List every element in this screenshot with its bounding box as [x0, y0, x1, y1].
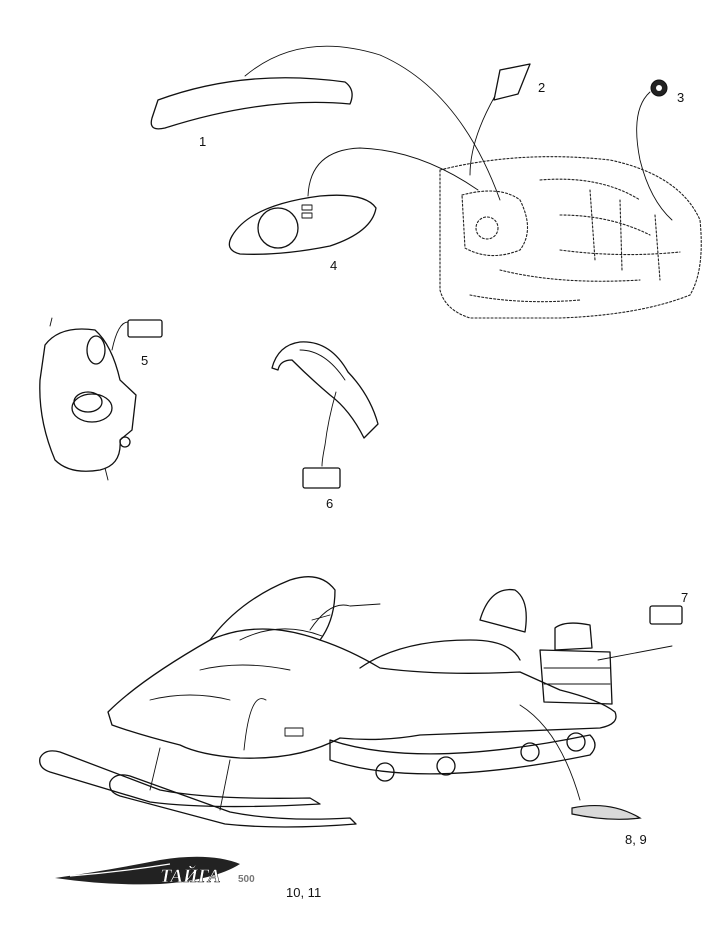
- callout-1: 1: [199, 134, 207, 149]
- callout-4: 4: [330, 258, 338, 273]
- callout-2: 2: [538, 80, 546, 95]
- callout-5: 5: [141, 353, 149, 368]
- part-1-curved-decal: [150, 45, 501, 201]
- part-5-tank: [39, 317, 163, 481]
- part-4-dash-decal: [228, 147, 479, 255]
- callout-3: 3: [677, 90, 685, 105]
- part-10-11-taiga-logo: ТАЙГА 500: [55, 856, 255, 887]
- taiga-model-text: 500: [238, 874, 255, 885]
- hood-dotted-drawing: [439, 156, 702, 319]
- part-3-round-emblem: [636, 79, 673, 221]
- callout-8-9: 8, 9: [625, 832, 647, 847]
- callout-10-11: 10, 11: [286, 885, 322, 900]
- part-8-9-side-stripe: [571, 804, 642, 820]
- part-2-small-decal: [469, 63, 531, 176]
- snowmobile-drawing: [39, 576, 673, 828]
- callout-6: 6: [326, 496, 334, 511]
- part-6-cover: [271, 341, 379, 489]
- part-7-label: [649, 605, 683, 625]
- taiga-logo-text: ТАЙГА: [160, 864, 221, 887]
- callout-7: 7: [681, 590, 689, 605]
